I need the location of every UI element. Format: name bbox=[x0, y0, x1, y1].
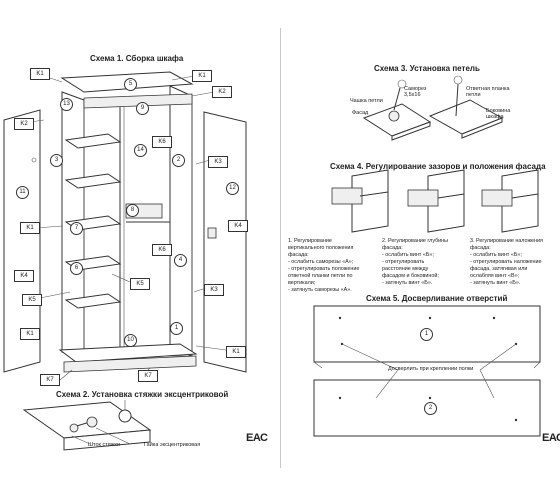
tag-k7: K7 bbox=[138, 370, 158, 382]
page-divider bbox=[280, 28, 281, 468]
tag-k5: K5 bbox=[130, 278, 150, 290]
label-hinge-plate: Ответная планка петли bbox=[466, 86, 510, 98]
tag-k2: K2 bbox=[212, 86, 232, 98]
panel-number: 2 bbox=[424, 402, 437, 415]
scheme1-title: Схема 1. Сборка шкафа bbox=[90, 54, 184, 63]
scheme5-title: Схема 5. Досверливание отверстий bbox=[366, 294, 508, 303]
part-number: 13 bbox=[60, 98, 73, 111]
step2-note: 2. Регулирование глубины фасада: - ослаб… bbox=[382, 238, 449, 286]
wardrobe-assembly-drawing bbox=[3, 71, 247, 451]
label-tie-rod: Шток стяжки bbox=[88, 442, 120, 448]
part-number: 14 bbox=[134, 144, 147, 157]
tag-k1: K1 bbox=[20, 328, 40, 340]
part-number: 11 bbox=[16, 186, 29, 199]
step1-note: 1. Регулирование вертикального положения… bbox=[288, 238, 360, 293]
part-number: 8 bbox=[126, 204, 139, 217]
right-sheet: Схема 3. Установка петель bbox=[280, 0, 560, 504]
label-cabinet-side: Боковина шкафа bbox=[486, 108, 511, 120]
label-eccentric-nut: Гайка эксцентриковая bbox=[144, 442, 201, 448]
tag-k4: K4 bbox=[14, 270, 34, 282]
part-number: 12 bbox=[226, 182, 239, 195]
part-number: 6 bbox=[70, 262, 83, 275]
label-hinge-cup: Чашка петли bbox=[350, 98, 383, 104]
step3-note: 3. Регулирование наложения фасада: - осл… bbox=[470, 238, 543, 286]
panel-number: 1 bbox=[420, 328, 433, 341]
part-number: 9 bbox=[136, 102, 149, 115]
tag-k4: K4 bbox=[228, 220, 248, 232]
part-number: 7 bbox=[70, 222, 83, 235]
label-facade: Фасад bbox=[352, 110, 369, 116]
tag-k1: K1 bbox=[192, 70, 212, 82]
tag-k1: K1 bbox=[226, 346, 246, 358]
eac-mark: ЕАС bbox=[246, 432, 268, 444]
part-number: 10 bbox=[124, 334, 137, 347]
tag-k7: K7 bbox=[40, 374, 60, 386]
tag-k1: K1 bbox=[30, 68, 50, 80]
tag-k5: K5 bbox=[22, 294, 42, 306]
tag-k3: K3 bbox=[208, 156, 228, 168]
left-sheet: Схема 1. Сборка шкафа bbox=[3, 54, 268, 451]
part-number: 3 bbox=[50, 154, 63, 167]
drill-note: Досверлить при креплении полки bbox=[388, 366, 474, 372]
part-number: 4 bbox=[174, 254, 187, 267]
tag-k3: K3 bbox=[204, 284, 224, 296]
tag-k2: K2 bbox=[14, 118, 34, 130]
eac-mark: ЕАС bbox=[542, 432, 560, 444]
label-hinge-screw: Саморез 3,5х16 bbox=[404, 86, 427, 98]
tag-k6: K6 bbox=[152, 136, 172, 148]
scheme2-title: Схема 2. Установка стяжки эксцентриковой bbox=[56, 390, 229, 399]
tag-k1: K1 bbox=[20, 222, 40, 234]
scheme3-title: Схема 3. Установка петель bbox=[374, 64, 480, 73]
tag-k6: K6 bbox=[152, 244, 172, 256]
part-number: 1 bbox=[170, 322, 183, 335]
scheme4-title: Схема 4. Регулирование зазоров и положен… bbox=[330, 162, 546, 171]
part-number: 5 bbox=[124, 78, 137, 91]
part-number: 2 bbox=[172, 154, 185, 167]
